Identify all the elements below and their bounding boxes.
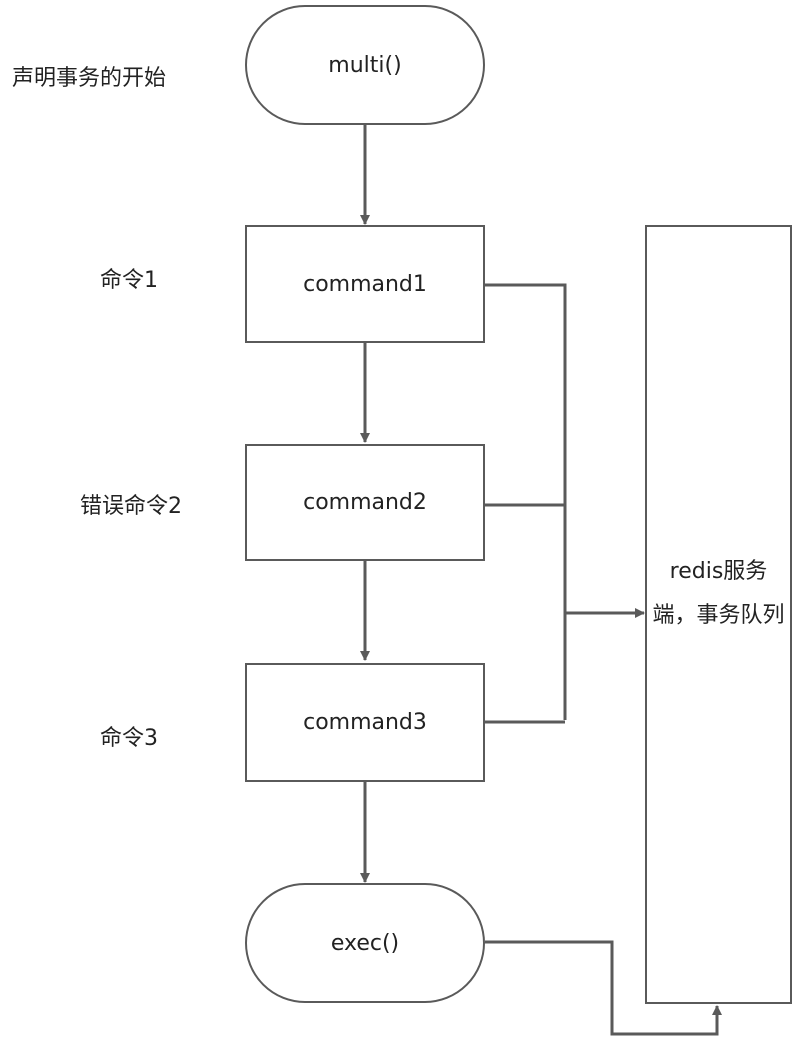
label-transaction-start: 声明事务的开始 <box>12 66 167 91</box>
command3-node-label: command3 <box>303 710 427 735</box>
multi-terminal-node: multi() <box>245 5 485 125</box>
queue-label: redis服务端，事务队列 <box>652 559 785 628</box>
label-command3: 命令3 <box>100 726 158 751</box>
redis-transaction-queue <box>645 225 792 1004</box>
connector-command1-to-bus <box>485 283 567 720</box>
exec-node-label: exec() <box>330 930 400 956</box>
exec-terminal-node: exec() <box>245 883 485 1003</box>
command2-node: command2 <box>245 444 485 561</box>
command3-node: command3 <box>245 663 485 782</box>
command1-node-label: command1 <box>303 271 427 297</box>
arrow-exec-to-queue <box>485 940 722 1036</box>
label-command2-error: 错误命令2 <box>80 494 182 519</box>
command2-node-label: command2 <box>303 490 427 515</box>
command1-node: command1 <box>245 225 485 343</box>
label-command1: 命令1 <box>100 268 158 293</box>
multi-node-label: multi() <box>328 52 402 78</box>
